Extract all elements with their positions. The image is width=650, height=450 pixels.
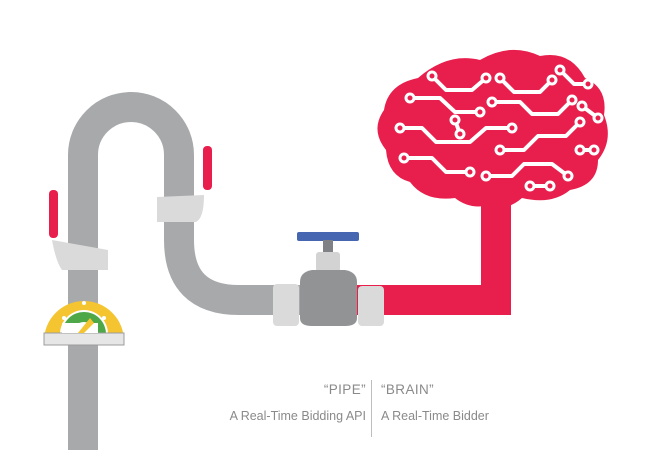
red-pipe <box>345 190 511 315</box>
pipe-caption-title: “PIPE” <box>323 382 366 397</box>
left-pipe-red-cap <box>49 190 58 238</box>
pressure-gauge-icon <box>43 301 125 346</box>
pipe-caption: “PIPE” A Real-Time Bidding API <box>230 383 366 422</box>
pipe-icon <box>68 92 320 450</box>
brain-caption-subtitle: A Real-Time Bidder <box>381 408 489 423</box>
valve-icon[interactable] <box>297 232 359 326</box>
brain-caption-title: “BRAIN” <box>381 382 435 397</box>
caption-divider <box>371 380 372 437</box>
brain-circuit-icon <box>377 49 608 208</box>
brain-caption: “BRAIN” A Real-Time Bidder <box>381 383 489 422</box>
right-pipe-red-cap <box>203 146 212 190</box>
pipe-caption-subtitle: A Real-Time Bidding API <box>229 408 366 423</box>
pipe-couplings <box>52 195 384 326</box>
